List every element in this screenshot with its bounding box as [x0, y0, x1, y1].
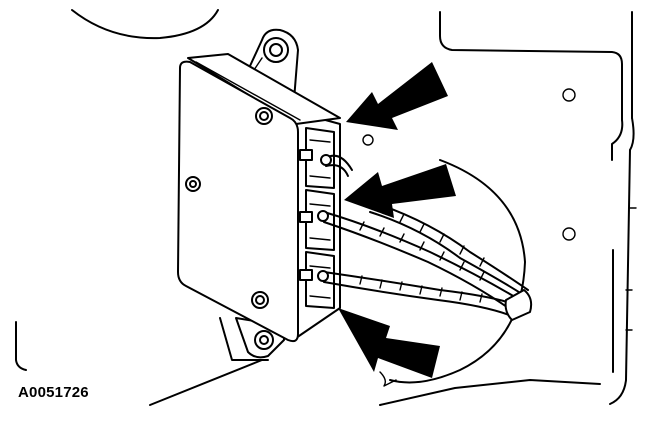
- module-front-face: [177, 60, 299, 343]
- callout-arrow-bottom: [338, 308, 440, 378]
- background-floor: [15, 317, 601, 406]
- wire-harness: [317, 154, 533, 321]
- figure-reference-code: A0051726: [18, 384, 89, 401]
- background-panel-top-left: [71, 9, 219, 40]
- connector-slot-top: [299, 127, 335, 189]
- callout-arrow-middle: [344, 164, 456, 218]
- connector-slot-bottom: [299, 251, 335, 309]
- background-panel-right: [439, 11, 637, 405]
- callout-arrow-top: [346, 62, 448, 130]
- connector-slot-middle: [299, 189, 335, 251]
